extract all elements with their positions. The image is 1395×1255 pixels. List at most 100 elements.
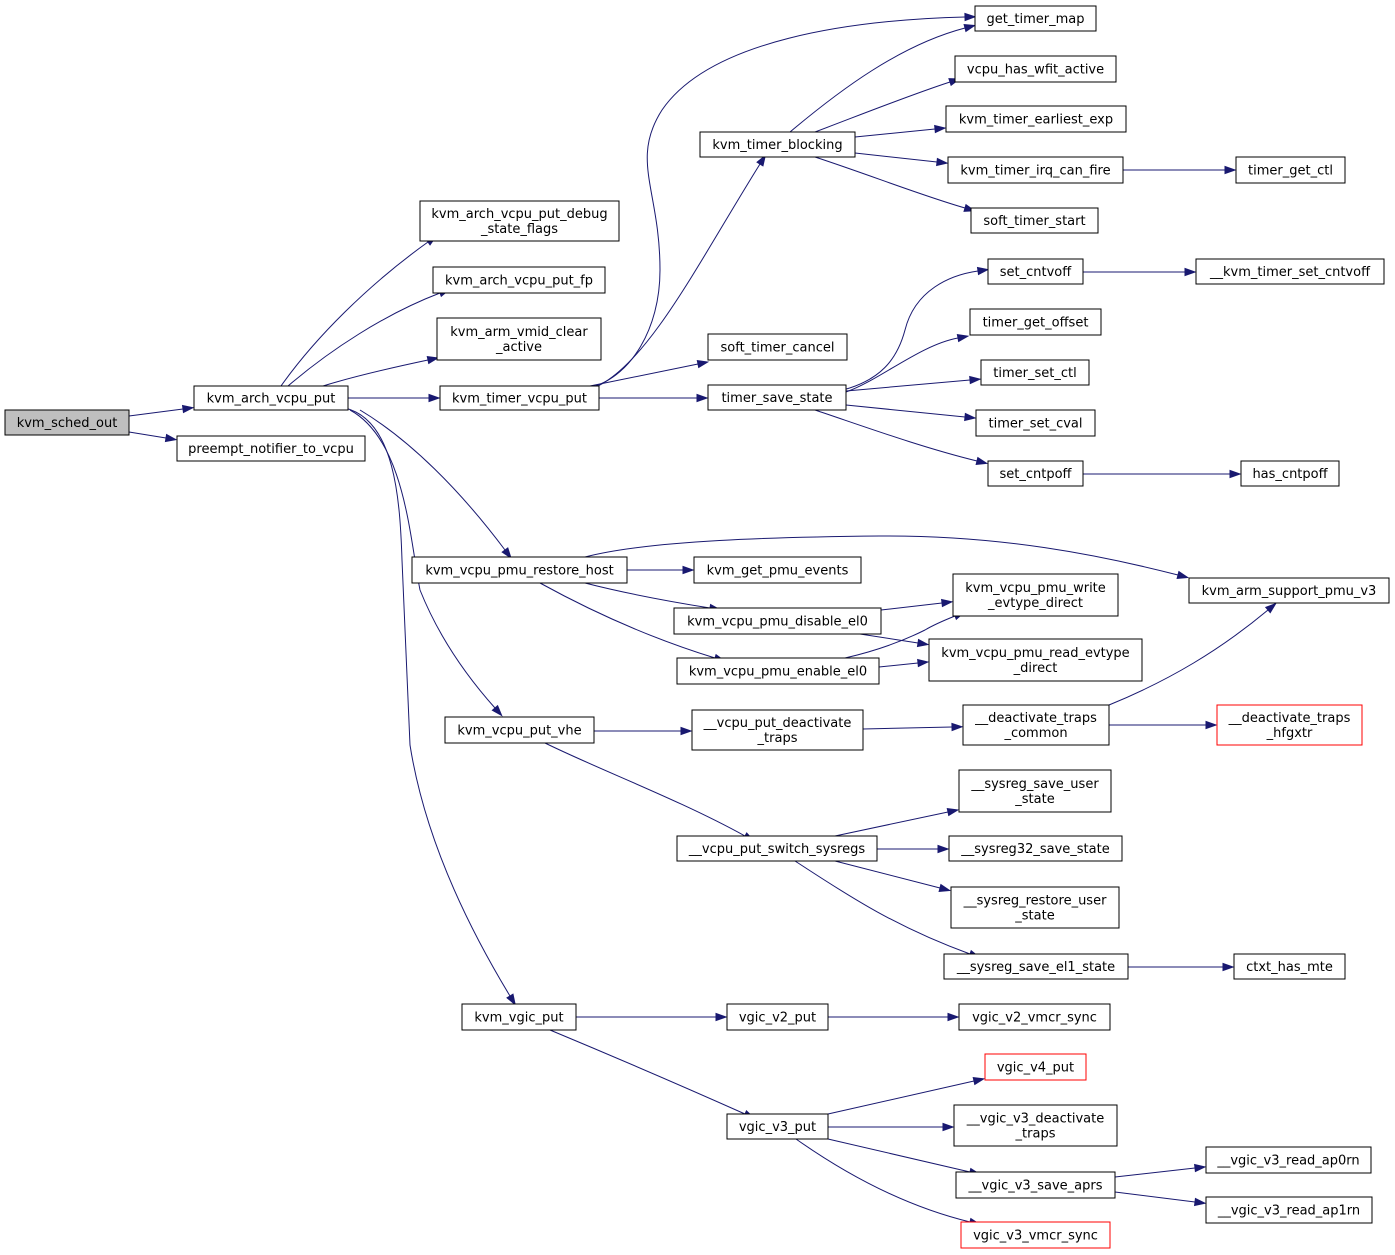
edge-timer_save_state-to-timer_set_cval [845,404,966,418]
node-kvm_arch_vcpu_put_debug_state_flags[interactable]: kvm_arch_vcpu_put_debug_state_flags [419,200,620,242]
node-box [1205,1146,1372,1174]
node-timer_get_offset[interactable]: timer_get_offset [969,308,1102,336]
node-kvm_vcpu_put_vhe[interactable]: kvm_vcpu_put_vhe [444,716,595,744]
node-__deactivate_traps_common[interactable]: __deactivate_traps_common [962,704,1110,746]
edge-kvm_timer_blocking-to-get_timer_map [789,27,966,133]
node-box [707,384,847,411]
node-__deactivate_traps_hfgxtr[interactable]: __deactivate_traps_hfgxtr [1216,704,1363,746]
arrowhead-__deactivate_traps_common-to-kvm_arm_support_pmu_v3 [1264,602,1277,614]
edge-__vcpu_put_switch_sysregs-to-__sysreg_save_el1_state [794,860,971,955]
node-kvm_timer_blocking[interactable]: kvm_timer_blocking [699,131,856,158]
node-kvm_timer_vcpu_put[interactable]: kvm_timer_vcpu_put [439,385,600,411]
arrowhead-kvm_arch_vcpu_put-to-kvm_vcpu_put_vhe [491,704,503,717]
arrowhead-kvm_timer_irq_can_fire-to-timer_get_ctl [1224,165,1237,175]
node-vgic_v2_put[interactable]: vgic_v2_put [726,1003,829,1031]
node-has_cntpoff[interactable]: has_cntpoff [1240,460,1340,487]
node-vgic_v3_put[interactable]: vgic_v3_put [726,1113,829,1140]
node-set_cntvoff[interactable]: set_cntvoff [987,258,1084,285]
node-kvm_arch_vcpu_put_fp[interactable]: kvm_arch_vcpu_put_fp [432,266,606,294]
arrowhead-__vgic_v3_save_aprs-to-__vgic_v3_read_ap0rn [1194,1163,1207,1173]
node-__vgic_v3_save_aprs[interactable]: __vgic_v3_save_aprs [955,1171,1116,1199]
node-__sysreg_restore_user_state[interactable]: __sysreg_restore_user_state [950,886,1120,929]
node-label: kvm_vcpu_pmu_write [965,581,1106,596]
node-kvm_arm_support_pmu_v3[interactable]: kvm_arm_support_pmu_v3 [1188,577,1390,604]
node-kvm_sched_out[interactable]: kvm_sched_out [4,409,130,436]
node-label: kvm_vgic_put [474,1011,563,1026]
node-label: __sysreg_save_el1_state [956,960,1115,975]
node-kvm_timer_irq_can_fire[interactable]: kvm_timer_irq_can_fire [947,156,1124,184]
node-box [419,200,620,242]
node-timer_set_ctl[interactable]: timer_set_ctl [980,359,1090,386]
node-box [954,55,1117,83]
arrowhead-__vcpu_put_switch_sysregs-to-__sysreg_save_user_state [946,807,960,817]
node-__vgic_v3_read_ap0rn[interactable]: __vgic_v3_read_ap0rn [1205,1146,1372,1174]
node-vcpu_has_wfit_active[interactable]: vcpu_has_wfit_active [954,55,1117,83]
node-vgic_v4_put[interactable]: vgic_v4_put [984,1053,1087,1081]
edge-kvm_timer_vcpu_put-to-soft_timer_cancel [589,363,699,387]
node-timer_get_ctl[interactable]: timer_get_ctl [1235,156,1346,184]
node-soft_timer_start[interactable]: soft_timer_start [970,207,1099,234]
edge-kvm_sched_out-to-kvm_arch_vcpu_put [128,408,184,417]
node-__vcpu_put_deactivate_traps[interactable]: __vcpu_put_deactivate_traps [691,709,864,751]
arrowhead-kvm_sched_out-to-kvm_arch_vcpu_put [181,404,195,414]
node-__sysreg32_save_state[interactable]: __sysreg32_save_state [948,835,1123,862]
node-__kvm_timer_set_cntvoff[interactable]: __kvm_timer_set_cntvoff [1195,258,1385,285]
node-__vgic_v3_read_ap1rn[interactable]: __vgic_v3_read_ap1rn [1205,1196,1373,1224]
node-kvm_vcpu_pmu_read_evtype_direct[interactable]: kvm_vcpu_pmu_read_evtype_direct [928,638,1143,682]
node-box [962,704,1110,746]
node-kvm_vgic_put[interactable]: kvm_vgic_put [461,1003,577,1031]
node-__vcpu_put_switch_sysregs[interactable]: __vcpu_put_switch_sysregs [676,835,878,862]
node-kvm_arch_vcpu_put[interactable]: kvm_arch_vcpu_put [193,385,349,411]
node-vgic_v2_vmcr_sync[interactable]: vgic_v2_vmcr_sync [958,1003,1111,1031]
node-label: __sysreg_restore_user [963,894,1107,909]
node-kvm_vcpu_pmu_disable_el0[interactable]: kvm_vcpu_pmu_disable_el0 [673,607,882,635]
edge-kvm_vcpu_pmu_enable_el0-to-kvm_vcpu_pmu_write_evtype_direct [844,615,956,659]
edge-kvm_vgic_put-to-vgic_v3_put [549,1029,746,1115]
edge-kvm_timer_vcpu_put-to-get_timer_map [594,16,966,387]
node-label: timer_get_ctl [1248,164,1333,179]
node-get_timer_map[interactable]: get_timer_map [974,5,1097,32]
node-label: kvm_arm_support_pmu_v3 [1202,584,1377,599]
node-box [950,886,1120,929]
edge-kvm_timer_vcpu_put-to-kvm_timer_blocking [597,163,761,387]
node-label: __vgic_v3_deactivate [966,1112,1105,1127]
node-kvm_vcpu_pmu_write_evtype_direct[interactable]: kvm_vcpu_pmu_write_evtype_direct [952,573,1119,617]
node-box [176,435,366,462]
edge-kvm_vcpu_pmu_restore_host-to-kvm_arm_support_pmu_v3 [584,535,1179,576]
arrowhead-kvm_arch_vcpu_put-to-kvm_arm_vmid_clear_active [426,355,440,365]
edge-timer_save_state-to-timer_get_offset [845,337,959,393]
node-kvm_vcpu_pmu_enable_el0[interactable]: kvm_vcpu_pmu_enable_el0 [676,657,880,685]
edge-kvm_timer_blocking-to-soft_timer_start [814,156,966,209]
node-kvm_arm_vmid_clear_active[interactable]: kvm_arm_vmid_clear_active [436,317,602,361]
call-graph-edges [128,12,1277,1226]
node-label: kvm_sched_out [17,416,118,431]
node-vgic_v3_vmcr_sync[interactable]: vgic_v3_vmcr_sync [960,1221,1111,1249]
node-__vgic_v3_deactivate_traps[interactable]: __vgic_v3_deactivate_traps [953,1104,1118,1147]
node-kvm_vcpu_pmu_restore_host[interactable]: kvm_vcpu_pmu_restore_host [411,556,628,584]
node-box [953,1104,1118,1147]
node-timer_save_state[interactable]: timer_save_state [707,384,847,411]
arrowhead-kvm_vcpu_pmu_disable_el0-to-kvm_vcpu_pmu_write_evtype_direct [941,598,954,608]
arrowhead-kvm_sched_out-to-preempt_notifier_to_vcpu [164,433,178,443]
node-kvm_get_pmu_events[interactable]: kvm_get_pmu_events [693,556,862,584]
node-label: vgic_v4_put [997,1061,1074,1076]
node-box [984,1053,1087,1081]
edge-__vgic_v3_save_aprs-to-__vgic_v3_read_ap1rn [1114,1191,1196,1203]
node-label: vgic_v3_put [739,1120,816,1135]
node-set_cntpoff[interactable]: set_cntpoff [987,460,1084,487]
node-soft_timer_cancel[interactable]: soft_timer_cancel [707,333,848,361]
node-ctxt_has_mte[interactable]: ctxt_has_mte [1233,953,1346,980]
node-label: __kvm_timer_set_cntvoff [1209,265,1371,280]
edge-vgic_v3_put-to-vgic_v4_put [827,1080,975,1115]
node-box [960,1221,1111,1249]
edge-kvm_timer_blocking-to-kvm_timer_irq_can_fire [854,152,938,163]
node-label: __deactivate_traps [974,711,1097,726]
node-preempt_notifier_to_vcpu[interactable]: preempt_notifier_to_vcpu [176,435,366,462]
node-__sysreg_save_user_state[interactable]: __sysreg_save_user_state [958,769,1112,813]
node-__sysreg_save_el1_state[interactable]: __sysreg_save_el1_state [943,953,1129,980]
node-kvm_timer_earliest_exp[interactable]: kvm_timer_earliest_exp [945,105,1127,133]
node-timer_set_cval[interactable]: timer_set_cval [975,409,1096,437]
node-box [987,460,1084,487]
node-label: vgic_v2_put [739,1011,816,1026]
edge-__deactivate_traps_common-to-kvm_arm_support_pmu_v3 [1108,609,1269,706]
